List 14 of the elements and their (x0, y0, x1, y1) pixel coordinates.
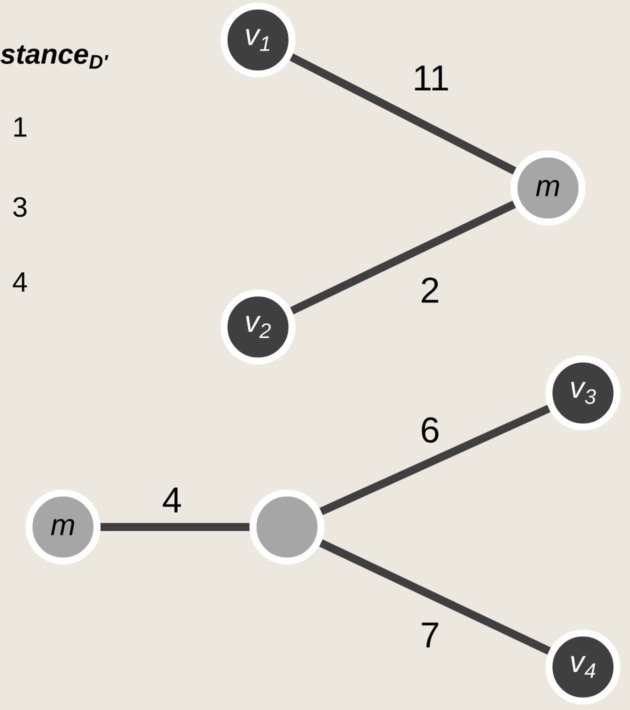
edge-label: 7 (422, 622, 438, 648)
edge-line (290, 53, 516, 175)
table-cell: 1 (14, 117, 26, 137)
table-cell: 3 (13, 197, 27, 217)
column-heading: stance$_{D′}$ (0, 45, 108, 69)
table-cell: 4 (12, 272, 27, 292)
edge-label: 4 (162, 488, 181, 512)
edge-label: 6 (422, 417, 438, 443)
edge-line (320, 404, 550, 516)
edge-line (319, 539, 551, 655)
edge-label: 11 (415, 66, 448, 90)
edge-label: 2 (422, 277, 438, 303)
edge-line (290, 200, 516, 314)
edge-line (100, 523, 250, 531)
